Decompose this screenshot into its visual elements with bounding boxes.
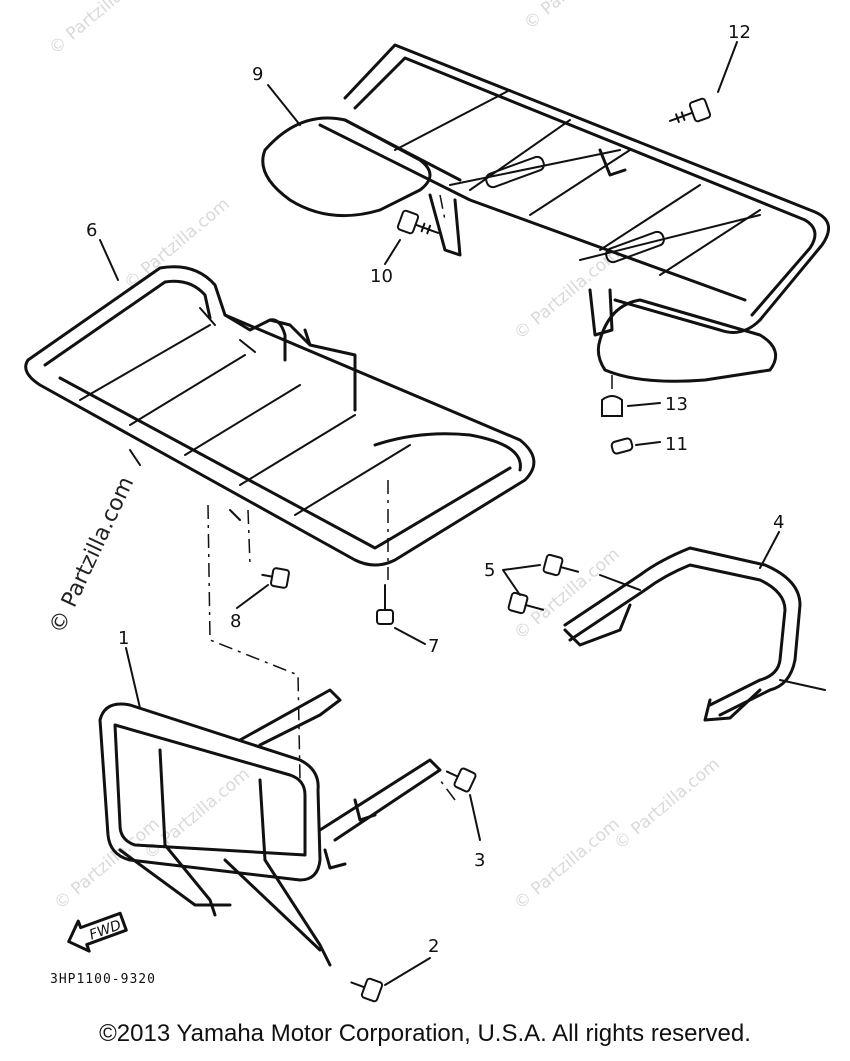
- callout-4: 4: [773, 512, 784, 533]
- callout-3: 3: [474, 850, 485, 871]
- front-guard: [98, 688, 442, 967]
- bolt-8: [261, 567, 290, 589]
- watermarks: © Partzilla.com © Partzilla.com © Partzi…: [45, 0, 724, 914]
- bolt-2: [350, 977, 384, 1003]
- rear-guard: [563, 546, 826, 722]
- callout-10: 10: [370, 266, 393, 287]
- callout-11: 11: [665, 434, 688, 455]
- watermark: © Partzilla.com: [510, 814, 623, 914]
- clip-13: [601, 395, 623, 417]
- watermark: © Partzilla.com: [610, 754, 723, 854]
- bolt-7: [376, 584, 394, 625]
- copyright-footer: ©2013 Yamaha Motor Corporation, U.S.A. A…: [99, 1020, 751, 1047]
- callout-5: 5: [484, 560, 495, 581]
- callout-2: 2: [428, 936, 439, 957]
- leader-lines: [99, 41, 780, 986]
- fwd-label: FWD: [87, 917, 123, 943]
- callout-6: 6: [86, 220, 97, 241]
- watermark: © Partzilla.com: [120, 194, 233, 294]
- fasteners: [261, 97, 712, 1003]
- part-code: 3HP1100-9320: [50, 972, 156, 987]
- front-carrier: [24, 265, 536, 567]
- watermark: © Partzilla.com: [510, 544, 623, 644]
- watermark-side: © Partzilla.com: [45, 473, 139, 637]
- callout-7: 7: [428, 636, 439, 657]
- fwd-arrow-icon: FWD: [67, 911, 128, 953]
- callout-1: 1: [118, 628, 129, 649]
- watermark: © Partzilla.com: [520, 0, 633, 34]
- bolt-12: [668, 97, 712, 123]
- watermark: © Partzilla.com: [45, 0, 158, 59]
- callout-8: 8: [230, 611, 241, 632]
- callout-9: 9: [252, 64, 263, 85]
- bolt-5a: [542, 553, 580, 577]
- rear-carrier: [261, 43, 831, 383]
- callout-13: 13: [665, 394, 688, 415]
- bolt-10: [396, 209, 440, 235]
- nut-11: [610, 437, 634, 455]
- callouts: 9 6 12 10 13 11 5 4 8 7 1 3 2: [86, 22, 784, 957]
- bolt-3: [445, 767, 477, 793]
- mounting-lines: [207, 194, 613, 801]
- callout-12: 12: [728, 22, 751, 43]
